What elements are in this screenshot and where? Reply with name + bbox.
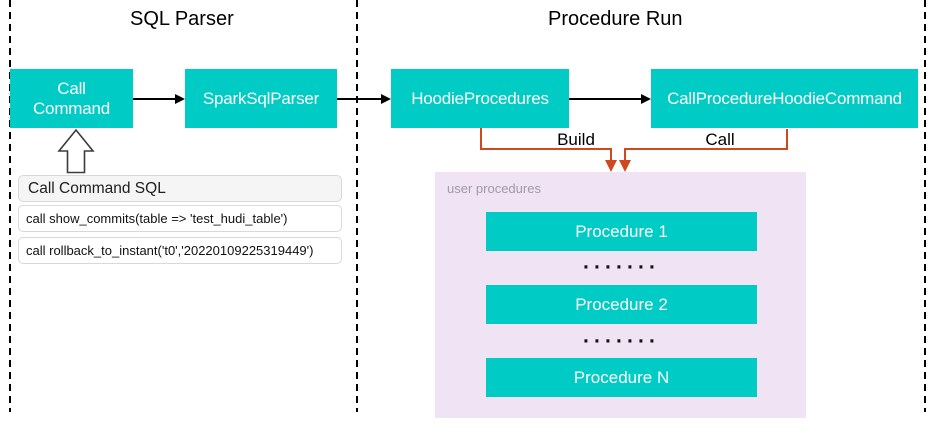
edge-segment xyxy=(480,128,482,150)
hollow-up-arrow-icon xyxy=(57,129,95,174)
dashed-divider-left xyxy=(9,0,11,412)
dashed-divider-right xyxy=(924,0,926,412)
edge-segment xyxy=(786,129,788,150)
call-edge-label: Call xyxy=(705,130,735,149)
call-procedure-hoodie-command-label: CallProcedureHoodieCommand xyxy=(667,88,902,108)
edge-segment xyxy=(610,148,612,161)
procedure-n-node: Procedure N xyxy=(486,358,757,397)
spark-sql-parser-label: SparkSqlParser xyxy=(202,88,320,108)
edge-segment xyxy=(624,148,626,161)
spark-sql-parser-node: SparkSqlParser xyxy=(185,69,337,128)
edge-segment xyxy=(625,148,788,150)
arrow-line xyxy=(337,98,382,100)
procedure-run-section-title: Procedure Run xyxy=(548,8,683,30)
arrowhead-down-icon xyxy=(619,160,631,172)
arrow-line xyxy=(569,98,642,100)
ellipsis-row: ······· xyxy=(583,330,660,353)
user-procedures-panel: user procedures Procedure 1 ······· Proc… xyxy=(435,172,806,418)
arrowhead-right-icon xyxy=(175,94,185,104)
ellipsis-row: ······· xyxy=(583,256,660,279)
build-edge-label: Build xyxy=(557,130,595,149)
arrowhead-down-icon xyxy=(605,160,617,172)
sql-parser-section-title: SQL Parser xyxy=(130,8,234,30)
sql-statement-row: call show_commits(table => 'test_hudi_ta… xyxy=(18,205,342,232)
call-procedure-hoodie-command-node: CallProcedureHoodieCommand xyxy=(651,69,918,128)
arrowhead-right-icon xyxy=(381,94,391,104)
sql-statement-row: call rollback_to_instant('t0','202201092… xyxy=(18,237,342,264)
user-procedures-label: user procedures xyxy=(447,181,541,196)
call-command-label: Call Command xyxy=(32,78,111,118)
procedure-1-node: Procedure 1 xyxy=(486,212,757,251)
hoodie-procedures-label: HoodieProcedures xyxy=(411,88,549,108)
edge-segment xyxy=(480,148,612,150)
call-command-node: Call Command xyxy=(10,69,133,128)
sql-panel-header: Call Command SQL xyxy=(18,175,342,202)
hoodie-procedures-node: HoodieProcedures xyxy=(391,69,569,128)
procedure-2-node: Procedure 2 xyxy=(486,285,757,324)
dashed-divider-middle xyxy=(356,0,358,412)
arrow-line xyxy=(133,98,176,100)
arrowhead-right-icon xyxy=(641,94,651,104)
